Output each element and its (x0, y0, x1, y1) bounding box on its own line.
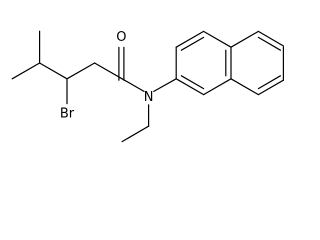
bonds (11, 30, 284, 143)
bond-isopropyl-methyl-left (11, 62, 41, 80)
bond-naph-3 (203, 30, 232, 48)
bond-ch-to-cbr (66, 62, 96, 80)
nitrogen-label: N (144, 90, 154, 105)
bond-naph-2 (175, 30, 205, 48)
bond-naph-10 (257, 79, 284, 96)
oxygen-label: O (116, 30, 126, 45)
atom-labels: O N Br (60, 30, 154, 122)
bond-isopropyl-ch (38, 62, 68, 80)
bond-carbonyl-to-n (121, 78, 145, 93)
bond-naph-7 (230, 30, 259, 48)
bond-naph-inner-5 (257, 75, 281, 90)
bond-naph-5 (203, 78, 232, 96)
bond-naph-9 (230, 78, 259, 96)
bond-ethyl (121, 125, 150, 143)
bromine-label: Br (60, 107, 75, 122)
structure-diagram: O N Br (11, 30, 284, 143)
bond-n-to-naphthyl (153, 78, 177, 93)
bond-naph-6 (175, 78, 205, 96)
bond-naph-inner-4 (257, 36, 281, 51)
bond-naph-8 (257, 30, 284, 47)
bond-carbonyl-a (93, 62, 123, 80)
bond-naph-inner-3 (180, 75, 205, 90)
bond-naph-inner-1 (180, 36, 205, 51)
